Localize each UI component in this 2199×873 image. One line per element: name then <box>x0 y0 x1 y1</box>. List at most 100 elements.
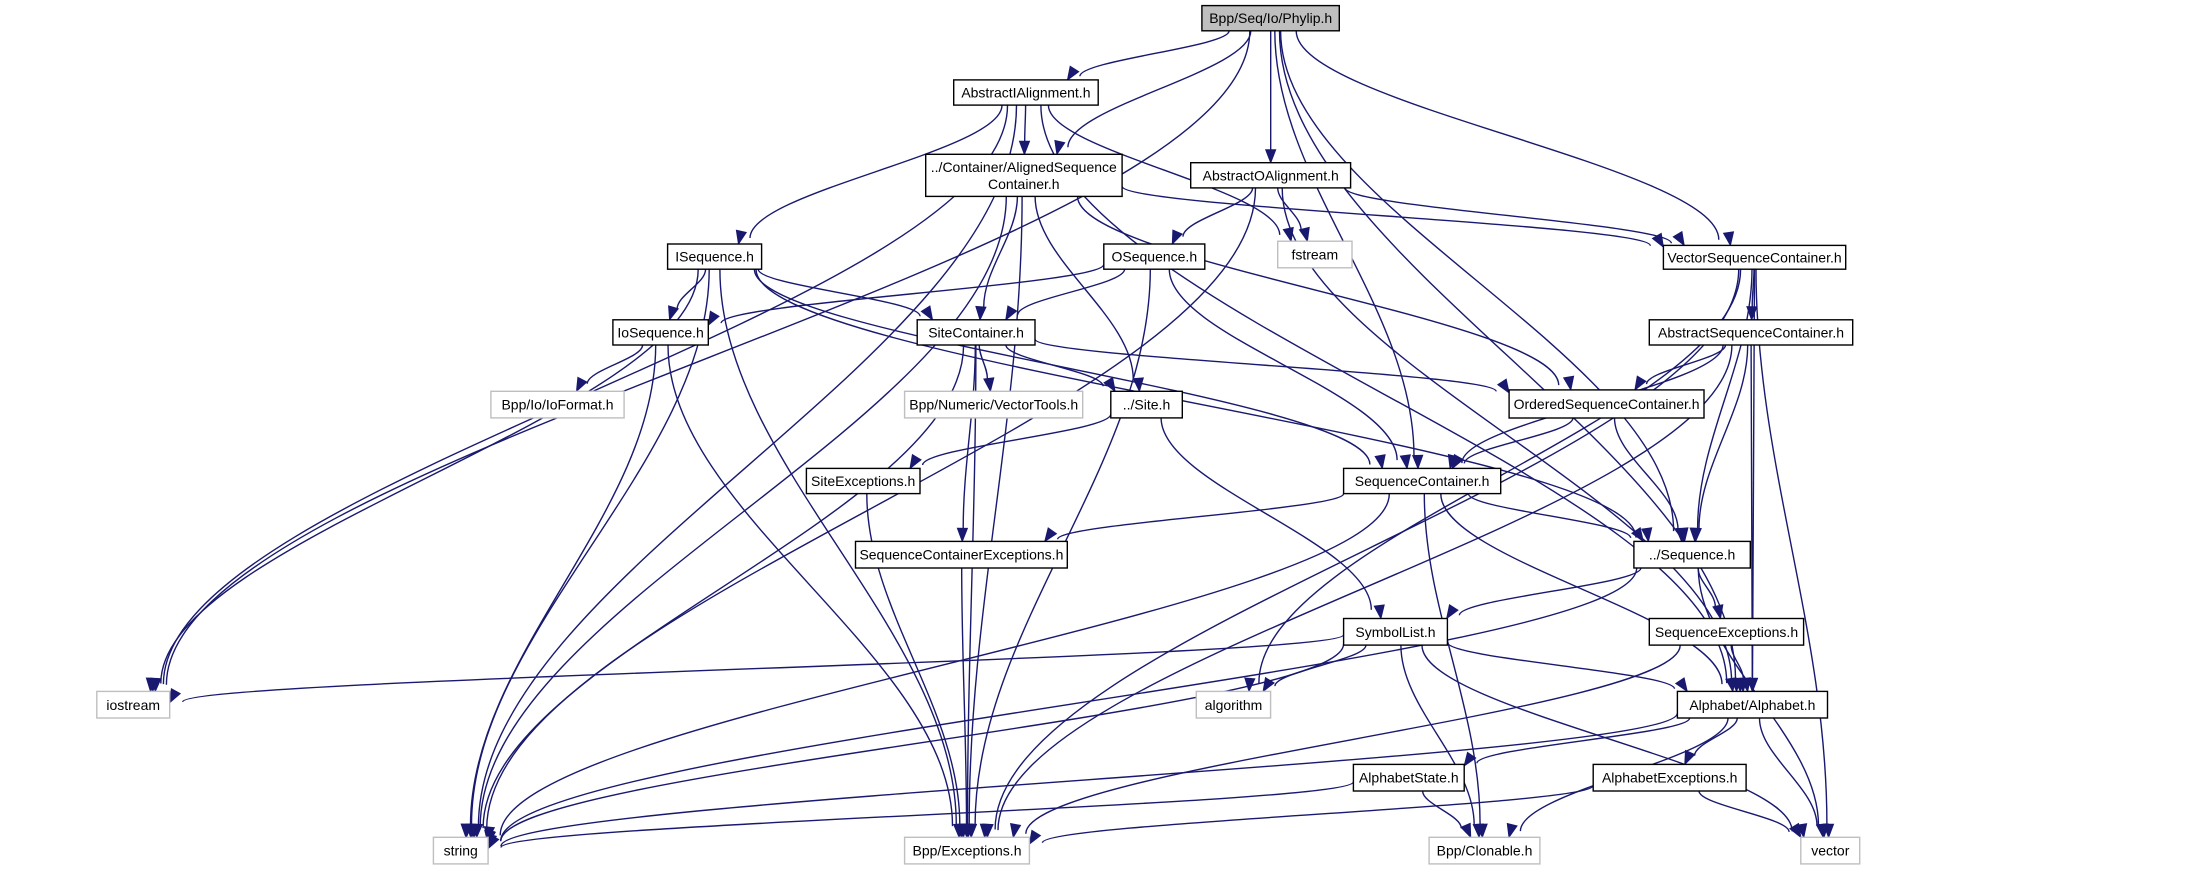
edge-line <box>1693 717 1738 756</box>
edge-sequencecontainerexceptions-to-exceptions <box>960 567 973 839</box>
node-osequence[interactable]: OSequence.h <box>1103 243 1206 270</box>
edge-alphabetstate-to-clonable <box>1421 790 1472 839</box>
edge-line <box>667 344 954 827</box>
arrowhead-icon <box>1460 822 1472 839</box>
edge-alphabetexceptions-to-exceptions <box>1028 784 1594 846</box>
edge-abstractialignment-to-isequence <box>735 105 1003 246</box>
edge-abstractoalignment-to-string <box>471 187 1257 839</box>
node-box <box>903 836 1031 865</box>
node-ioformat: Bpp/Io/IoFormat.h <box>490 390 625 419</box>
edge-line <box>1400 645 1475 826</box>
edge-line <box>182 634 1345 703</box>
node-alphabetstate[interactable]: AlphabetState.h <box>1352 763 1465 792</box>
node-abstractoalignment[interactable]: AbstractOAlignment.h <box>1189 161 1352 189</box>
node-label: IoSequence.h <box>617 324 703 340</box>
edge-line <box>719 269 957 826</box>
edge-alignedsequencecontainer-to-exceptions <box>962 196 1023 839</box>
edge-line <box>994 269 1740 830</box>
arrowhead-icon <box>707 310 720 327</box>
node-label: SymbolList.h <box>1355 624 1435 640</box>
node-vectorsequencecontainer[interactable]: VectorSequenceContainer.h <box>1662 244 1847 270</box>
edge-line <box>500 567 1638 842</box>
node-vectortools: Bpp/Numeric/VectorTools.h <box>903 390 1084 419</box>
node-label: SiteContainer.h <box>928 324 1024 340</box>
arrowhead-icon <box>1018 140 1031 156</box>
edge-line <box>1024 105 1027 142</box>
node-phylip[interactable]: Bpp/Seq/Io/Phylip.h <box>1201 4 1341 32</box>
edge-line <box>755 269 1637 538</box>
node-box <box>1342 617 1449 646</box>
node-orderedsequencecontainer[interactable]: OrderedSequenceContainer.h <box>1508 389 1705 419</box>
arrowhead-icon <box>1132 377 1144 393</box>
node-alphabetexceptions[interactable]: AlphabetExceptions.h <box>1592 763 1747 792</box>
node-abstractsequencecontainer[interactable]: AbstractSequenceContainer.h <box>1648 319 1854 346</box>
arrowhead-icon <box>960 823 973 839</box>
arrowhead-icon <box>1631 526 1645 543</box>
node-iosequence[interactable]: IoSequence.h <box>612 319 710 346</box>
edge-line <box>983 196 1019 308</box>
arrowhead-icon <box>1374 454 1386 470</box>
arrowhead-icon <box>1641 527 1653 543</box>
edge-line <box>1458 567 1642 616</box>
edge-alphabet-to-alphabetexceptions <box>1684 717 1738 766</box>
edge-line <box>469 344 657 826</box>
edge-line <box>978 344 989 379</box>
node-box <box>1110 390 1184 419</box>
arrowhead-icon <box>1451 453 1464 470</box>
node-site[interactable]: ../Site.h <box>1110 390 1184 419</box>
node-label: AbstractOAlignment.h <box>1203 167 1339 183</box>
node-siteexceptions[interactable]: SiteExceptions.h <box>805 467 921 495</box>
node-sequence[interactable]: ../Sequence.h <box>1633 540 1752 569</box>
arrowhead-icon <box>668 305 680 322</box>
arrowhead-icon <box>1739 677 1751 693</box>
node-label: ../Container/AlignedSequence <box>931 159 1117 175</box>
node-box <box>432 836 489 865</box>
edge-line <box>1696 269 1753 529</box>
edge-site-to-siteexceptions <box>909 413 1112 470</box>
edge-line <box>749 105 1003 239</box>
node-sequenceexceptions[interactable]: SequenceExceptions.h <box>1648 617 1805 646</box>
edge-line <box>1446 641 1676 690</box>
edge-line <box>1613 417 1679 531</box>
arrowhead-icon <box>1005 305 1018 322</box>
arrowhead-icon <box>1282 226 1294 243</box>
edge-line <box>1463 417 1574 464</box>
edge-phylip-to-abstractialignment <box>1066 30 1230 82</box>
edge-sitecontainer-to-vectortools <box>978 344 995 393</box>
node-box <box>1276 240 1353 269</box>
node-label: OSequence.h <box>1111 249 1197 265</box>
node-label: iostream <box>106 697 160 713</box>
node-sequencecontainer[interactable]: SequenceContainer.h <box>1342 467 1502 495</box>
node-alphabet[interactable]: Alphabet/Alphabet.h <box>1676 690 1829 719</box>
edge-line <box>1423 493 1481 825</box>
node-label: AlphabetExceptions.h <box>1602 770 1737 786</box>
node-symbollist[interactable]: SymbolList.h <box>1342 617 1449 646</box>
node-sitecontainer[interactable]: SiteContainer.h <box>916 319 1036 346</box>
edge-line <box>1277 187 1302 230</box>
node-label: algorithm <box>1205 697 1263 713</box>
node-sequencecontainerexceptions[interactable]: SequenceContainerExceptions.h <box>854 540 1069 569</box>
edge-line <box>486 187 1257 830</box>
arrowhead-icon <box>1373 604 1385 620</box>
edge-alphabet-to-string <box>486 712 1679 849</box>
edge-alphabet-to-alphabetstate <box>1463 717 1691 768</box>
edge-line <box>1076 196 1560 386</box>
edge-line <box>1440 493 1723 685</box>
edge-line <box>1041 784 1594 844</box>
edge-line <box>500 781 1355 849</box>
edge-abstractialignment-to-alignedsequencecontainer <box>1018 105 1031 156</box>
node-isequence[interactable]: ISequence.h <box>666 243 763 270</box>
node-clonable: Bpp/Clonable.h <box>1428 836 1541 865</box>
edge-line <box>1274 644 1367 687</box>
node-abstractialignment[interactable]: AbstractIAlignment.h <box>953 79 1099 106</box>
edge-sequencecontainer-to-alphabet <box>1440 493 1737 693</box>
node-box <box>953 79 1099 106</box>
edge-line <box>1067 30 1252 148</box>
node-label: OrderedSequenceContainer.h <box>1514 396 1700 412</box>
arrowhead-icon <box>1690 527 1702 543</box>
node-label: Bpp/Io/IoFormat.h <box>501 397 613 413</box>
edge-line <box>757 268 921 317</box>
arrowhead-icon <box>1496 378 1510 395</box>
